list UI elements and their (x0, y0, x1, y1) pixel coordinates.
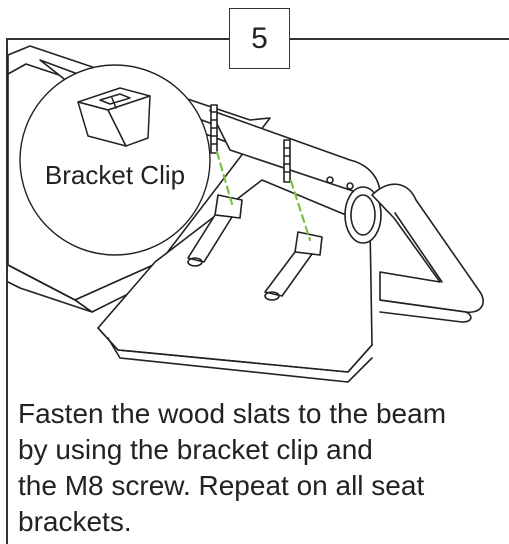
frame-top-left-line (6, 38, 230, 40)
step-number: 5 (229, 8, 290, 69)
screw-guide-line-left (215, 150, 234, 206)
instruction-line: Fasten the wood slats to the beam (18, 398, 447, 429)
bracket-clip-label: Bracket Clip (44, 160, 186, 190)
instruction-text: Fasten the wood slats to the beam by usi… (18, 396, 498, 540)
m8-screw-left (210, 104, 218, 154)
m8-screw-right (283, 139, 291, 183)
frame-left-line (6, 38, 8, 544)
bracket-clip-icon (77, 87, 151, 147)
screw-guide-line-right (289, 179, 312, 242)
frame-top-right-line (290, 38, 509, 40)
bench-assembly-drawing (7, 45, 484, 383)
instruction-line: the M8 screw. Repeat on all seat (18, 470, 425, 501)
bracket-clip-callout (19, 64, 211, 256)
seat-bracket-left (187, 194, 243, 267)
instruction-line: brackets. (18, 506, 132, 537)
bench-leg (371, 183, 484, 323)
instruction-line: by using the bracket clip and (18, 434, 373, 465)
seat-bracket-right (264, 231, 323, 301)
middle-wood-slat (97, 179, 373, 383)
